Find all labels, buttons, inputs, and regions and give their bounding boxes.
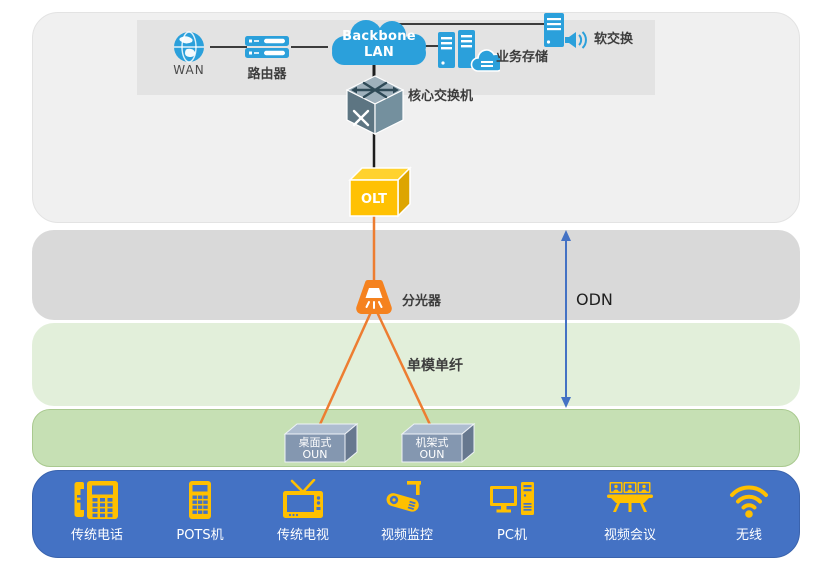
switch-cube-icon: [345, 75, 405, 135]
splitter-label: 分光器: [402, 294, 442, 309]
server-cloud-icon: [438, 30, 500, 72]
odn-range-arrow: [561, 230, 571, 408]
odn-section-band: [32, 230, 800, 320]
pc-icon: [490, 482, 534, 515]
splitter-desktop-onu-fiber: [315, 311, 373, 432]
terminal-pots-label: POTS机: [176, 528, 224, 543]
terminal-tv: 传统电视: [255, 479, 351, 543]
optical-splitter-icon: [356, 280, 392, 314]
router-icon: [245, 36, 289, 58]
core-switch-label: 核心交换机: [408, 89, 474, 104]
terminal-phone: 传统电话: [49, 479, 145, 543]
splitter-rack-onu-fiber: [375, 311, 435, 432]
terminal-conference-label: 视频会议: [603, 528, 656, 543]
olt-label: OLT: [361, 192, 387, 207]
desk-phone-icon: [74, 481, 118, 519]
terminal-pots: POTS机: [152, 479, 248, 543]
odn-label: ODN: [576, 290, 613, 309]
terminal-phone-label: 传统电话: [70, 528, 123, 543]
backbone-line2: LAN: [363, 44, 395, 60]
terminal-wireless-label: 无线: [735, 528, 762, 543]
terminal-pc-label: PC机: [497, 528, 527, 543]
server-speaker-icon: [544, 13, 587, 49]
backbone-lan-label: Backbone LAN: [324, 29, 434, 60]
backbone-line1: Backbone: [342, 29, 416, 44]
cloud-icon: [332, 20, 426, 65]
fiber-label: 单模单纤: [407, 358, 463, 374]
olt-cube-icon: OLT: [348, 166, 412, 218]
cctv-camera-icon: [386, 481, 421, 512]
globe-icon: [174, 31, 204, 63]
video-conference-icon: [607, 482, 653, 512]
desktop-onu-line2: OUN: [303, 448, 328, 461]
terminal-pc: PC机: [464, 479, 560, 543]
desktop-onu-line1: 桌面式: [299, 436, 332, 449]
desktop-onu-box: 桌面式 OUN: [283, 422, 359, 464]
terminal-tv-label: 传统电视: [276, 528, 329, 543]
rack-onu-line2: OUN: [420, 448, 445, 461]
terminal-conference: 视频会议: [582, 479, 678, 543]
tv-icon: [283, 479, 323, 518]
terminal-camera: 视频监控: [359, 479, 455, 543]
terminal-wireless: 无线: [701, 479, 797, 543]
router-label: 路由器: [247, 67, 287, 82]
wifi-icon: [730, 485, 768, 518]
storage-label: 业务存储: [496, 50, 549, 65]
wan-label: WAN: [173, 63, 205, 77]
terminal-camera-label: 视频监控: [380, 528, 433, 543]
softswitch-label: 软交换: [594, 32, 634, 47]
rack-onu-box: 机架式 OUN: [400, 422, 476, 464]
rack-onu-line1: 机架式: [416, 435, 449, 449]
pots-phone-icon: [189, 481, 211, 519]
